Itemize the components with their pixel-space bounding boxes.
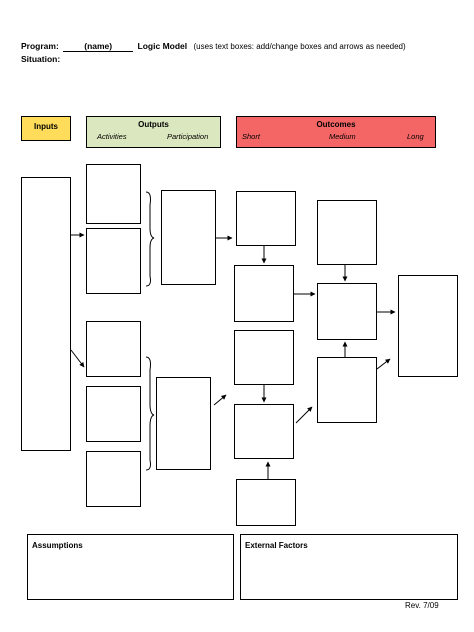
program-header: Program: (name) Logic Model (uses text b… [21, 40, 406, 65]
participation-box-1[interactable] [161, 190, 216, 285]
short-outcome-box-2[interactable] [234, 265, 294, 322]
activity-box-1[interactable] [86, 164, 141, 224]
external-factors-label: External Factors [245, 541, 308, 550]
arrow-medium-to-long-2 [376, 358, 391, 370]
revision-date: Rev. 7/09 [405, 601, 439, 610]
medium-outcome-box-1[interactable] [317, 200, 377, 265]
arrow-participation-to-short-2 [213, 394, 227, 406]
medium-label: Medium [329, 132, 356, 141]
activity-box-3[interactable] [86, 321, 141, 377]
assumptions-box[interactable]: Assumptions [27, 534, 234, 600]
assumptions-label: Assumptions [32, 541, 83, 550]
outputs-label: Outputs [138, 120, 169, 129]
program-label: Program: [21, 41, 59, 51]
outcomes-label: Outcomes [316, 120, 356, 129]
short-outcome-box-3[interactable] [234, 330, 294, 385]
activities-label: Activities [97, 132, 127, 141]
outcomes-header: Outcomes Short Medium Long [236, 116, 436, 148]
participation-label: Participation [167, 132, 209, 141]
brace-top [145, 191, 155, 287]
instruction-note: (uses text boxes: add/change boxes and a… [193, 42, 406, 51]
short-outcome-box-1[interactable] [236, 191, 296, 246]
activity-box-2[interactable] [86, 228, 141, 294]
short-label: Short [242, 132, 260, 141]
arrow-inputs-to-activities-2 [70, 349, 85, 368]
activity-box-4[interactable] [86, 386, 141, 442]
short-outcome-box-5[interactable] [236, 479, 296, 526]
inputs-label: Inputs [34, 122, 58, 131]
inputs-header: Inputs [21, 116, 71, 141]
brace-bottom [145, 356, 155, 471]
long-label: Long [407, 132, 424, 141]
program-name-field[interactable]: (name) [63, 42, 134, 52]
activity-box-5[interactable] [86, 451, 141, 507]
participation-box-2[interactable] [156, 377, 211, 470]
logic-model-title: Logic Model [137, 41, 188, 51]
medium-outcome-box-3[interactable] [317, 357, 377, 423]
arrow-short-to-medium-2 [295, 406, 313, 424]
long-outcome-box[interactable] [398, 275, 458, 377]
inputs-box[interactable] [21, 177, 71, 451]
medium-outcome-box-2[interactable] [317, 283, 377, 340]
situation-label: Situation: [21, 54, 61, 64]
outputs-header: Outputs Activities Participation [86, 116, 221, 148]
short-outcome-box-4[interactable] [234, 404, 294, 459]
program-line: Program: (name) Logic Model (uses text b… [21, 40, 406, 53]
external-factors-box[interactable]: External Factors [240, 534, 458, 600]
